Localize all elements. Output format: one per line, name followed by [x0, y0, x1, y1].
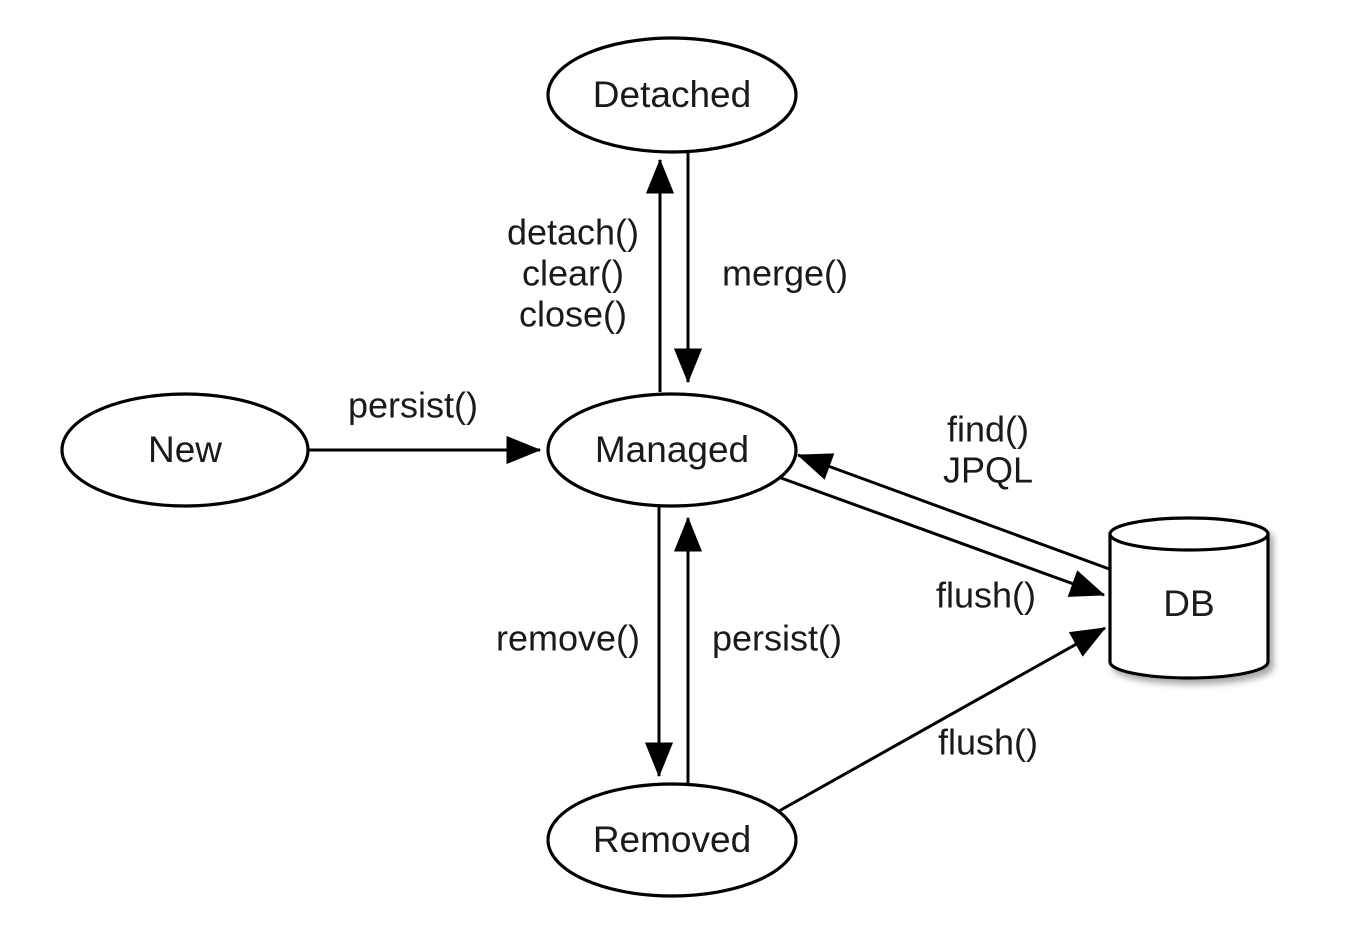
node-managed-label: Managed: [595, 429, 749, 470]
edge-removed-to-db: [778, 626, 1107, 813]
edge-label-flush-removed: flush(): [938, 722, 1038, 763]
edge-managed-to-db-line: [780, 476, 1106, 597]
node-new-ellipse: [60, 392, 310, 508]
edge-label-close: close(): [519, 294, 627, 335]
edge-label-detach: detach(): [507, 212, 639, 253]
edge-label-flush-managed: flush(): [936, 575, 1036, 616]
edge-label-clear: clear(): [522, 253, 624, 294]
edge-label-merge: merge(): [722, 253, 848, 294]
node-detached-label: Detached: [593, 74, 751, 115]
node-removed-label: Removed: [593, 819, 751, 860]
node-db[interactable]: DB: [1108, 516, 1270, 680]
node-managed[interactable]: Managed: [546, 392, 798, 508]
node-detached-ellipse: [546, 36, 798, 154]
node-new-label: New: [148, 429, 222, 470]
node-new[interactable]: New: [60, 392, 310, 508]
edge-label-persist-new: persist(): [348, 385, 478, 426]
node-removed[interactable]: Removed: [546, 782, 798, 898]
node-detached[interactable]: Detached: [546, 36, 798, 154]
edge-removed-to-db-line: [778, 626, 1107, 813]
edge-db-to-managed: [796, 453, 1113, 572]
node-db-cylinder-body: [1108, 532, 1270, 680]
node-managed-ellipse: [546, 392, 798, 508]
node-db-cylinder-top: [1108, 516, 1270, 552]
edge-label-jpql: JPQL: [943, 450, 1033, 491]
edge-managed-to-db: [780, 476, 1106, 597]
edge-label-persist-removed: persist(): [712, 618, 842, 659]
edge-db-to-managed-line: [796, 453, 1113, 572]
edge-label-remove: remove(): [496, 618, 640, 659]
node-removed-ellipse: [546, 782, 798, 898]
edge-label-find: find(): [947, 409, 1029, 450]
node-db-label: DB: [1163, 583, 1214, 624]
